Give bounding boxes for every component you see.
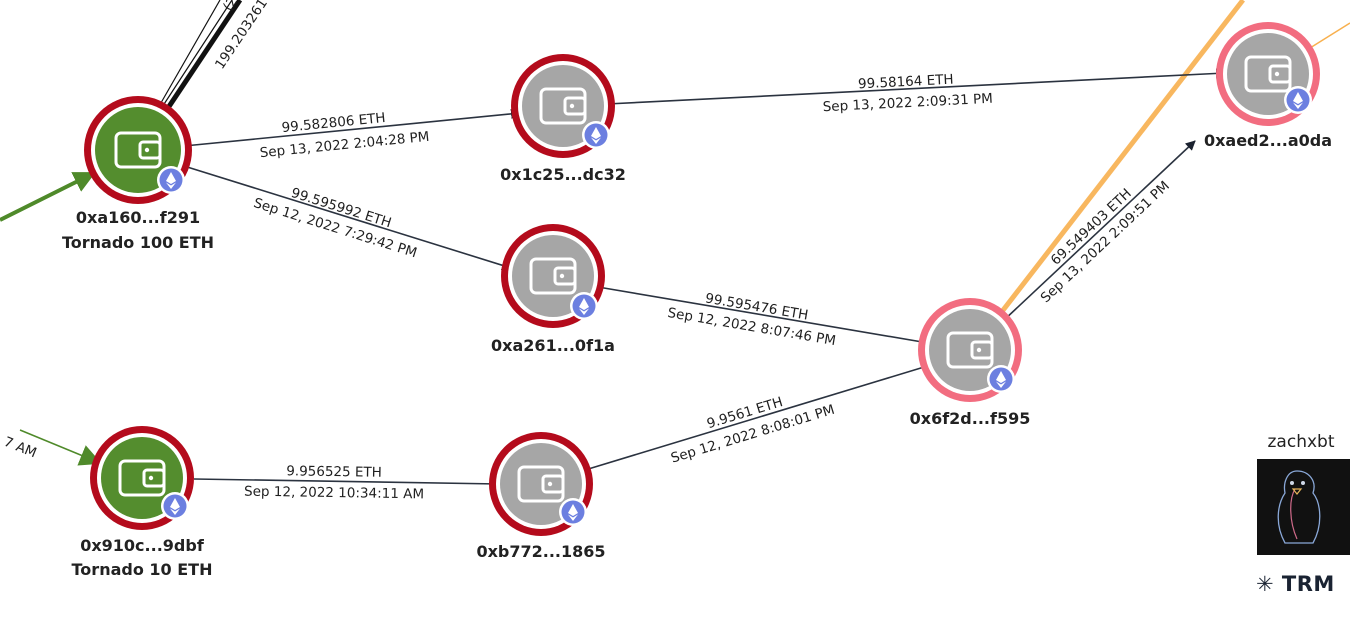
nodes: 0xa160...f291 Tornado 100 ETH 0x1c25...d… [62, 22, 1332, 579]
penguin-avatar-icon [1277, 470, 1321, 544]
edge-6f2d-aed2[interactable] [1002, 140, 1196, 322]
node-b772[interactable] [489, 432, 593, 536]
edges: 99.582806 ETH Sep 13, 2022 2:04:28 PM 99… [183, 68, 1226, 503]
edge-green-in-910c[interactable] [19, 429, 102, 466]
edge-1c25-aed2[interactable] [606, 68, 1226, 105]
brand-text: TRM [1281, 572, 1335, 596]
wallet-icon [517, 465, 565, 503]
wallet-icon [946, 331, 994, 369]
avatar [1257, 459, 1350, 555]
edge-amount: 99.582806 ETH [281, 110, 386, 136]
edge-date: Sep 12, 2022 10:34:11 AM [244, 484, 424, 503]
edge-out-top-3[interactable] [152, 0, 233, 122]
clipped-amount-label: 199.203261 [212, 0, 271, 72]
ethereum-icon [987, 365, 1015, 393]
node-body [95, 107, 181, 193]
node-label[interactable]: 0xa160...f291 [76, 208, 200, 227]
edge-a160-a261[interactable] [183, 165, 512, 271]
edge-a160-1c25[interactable] [183, 108, 521, 147]
edge-green-in-a160[interactable] [0, 171, 96, 222]
node-label[interactable]: 0x910c...9dbf [80, 536, 205, 555]
clipped-time-label: 7 AM [2, 434, 39, 461]
wallet-icon [539, 87, 587, 125]
node-body [522, 65, 604, 147]
ethereum-icon [559, 498, 587, 526]
node-sublabel: Tornado 10 ETH [72, 560, 213, 579]
wallet-icon [1244, 55, 1292, 93]
node-label[interactable]: 0xb772...1865 [476, 542, 605, 561]
edge-amount: 99.58164 ETH [858, 72, 954, 93]
ethereum-icon [161, 492, 189, 520]
ethereum-icon [570, 292, 598, 320]
ethereum-icon [582, 121, 610, 149]
watermark-username: zachxbt [1267, 432, 1335, 452]
edge-b772-6f2d[interactable] [584, 361, 935, 471]
trm-logo: ✳ TRM [1256, 572, 1335, 596]
node-aed2[interactable] [1216, 22, 1320, 126]
node-label[interactable]: 0x1c25...dc32 [500, 165, 626, 184]
edge-amount: 9.956525 ETH [286, 463, 382, 481]
ethereum-icon [1284, 86, 1312, 114]
edge-date: Sep 13, 2022 2:09:31 PM [822, 91, 993, 116]
node-body [101, 437, 183, 519]
sparkle-icon: ✳ [1256, 572, 1275, 596]
node-a261[interactable] [501, 224, 605, 328]
edge-out-top-1[interactable] [157, 0, 243, 122]
wallet-icon [529, 257, 577, 295]
wallet-icon [114, 131, 162, 169]
edge-910c-b772[interactable] [193, 478, 500, 489]
node-6f2d[interactable] [918, 298, 1022, 402]
ethereum-icon [157, 166, 185, 194]
node-body [512, 235, 594, 317]
wallet-icon [118, 459, 166, 497]
node-label[interactable]: 0xaed2...a0da [1204, 131, 1332, 150]
edge-a261-6f2d[interactable] [597, 286, 935, 348]
background-edges: (2) 199.203261 7 AM [0, 0, 1350, 466]
node-label[interactable]: 0xa261...0f1a [491, 336, 615, 355]
node-1c25[interactable] [511, 54, 615, 158]
node-910c[interactable] [90, 426, 194, 530]
node-a160[interactable] [84, 96, 192, 204]
edge-orange-long[interactable] [995, 0, 1245, 320]
node-sublabel: Tornado 100 ETH [62, 233, 214, 252]
edge-orange-thin[interactable] [1309, 22, 1350, 49]
node-label[interactable]: 0x6f2d...f595 [910, 409, 1031, 428]
